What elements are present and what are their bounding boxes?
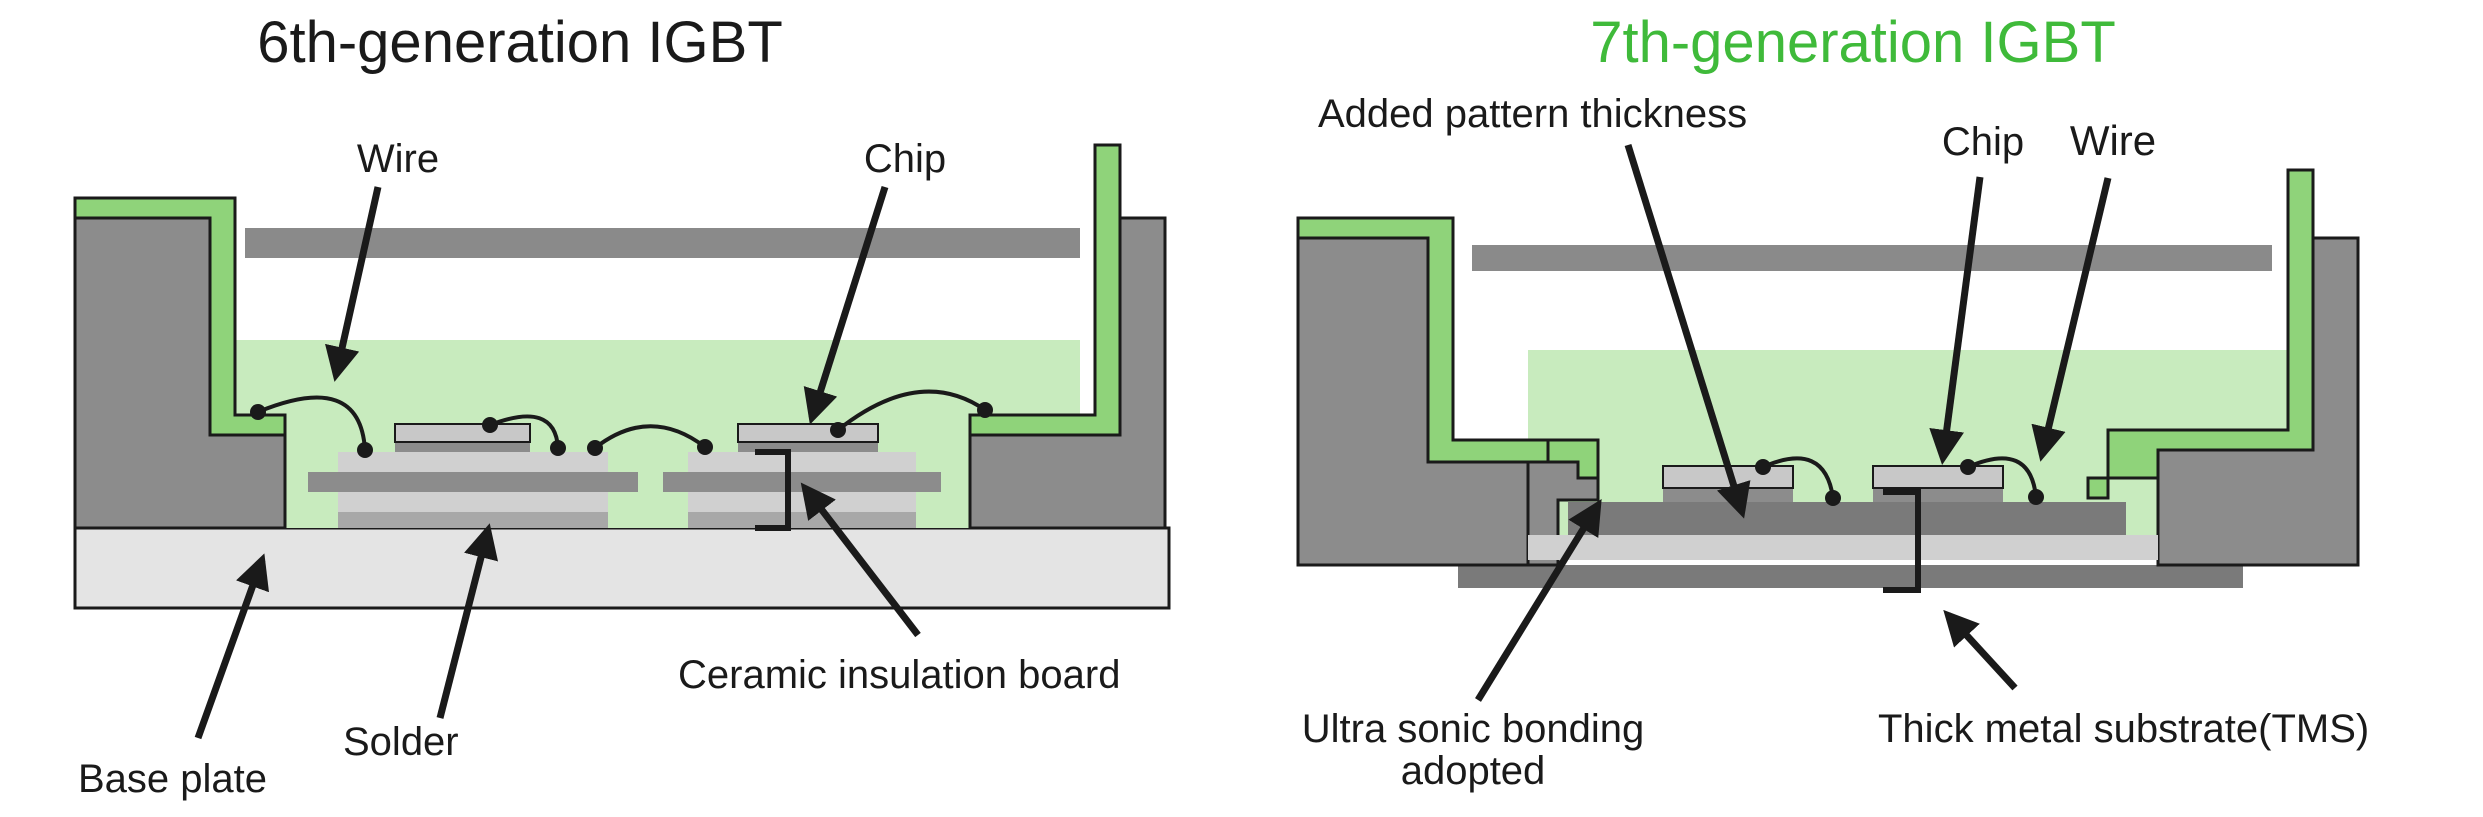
label-thick-metal-substrate: Thick metal substrate(TMS) [1878,707,2369,751]
arrow-tms [1943,609,2018,691]
arrow-chip [803,185,889,425]
label-ceramic-insulation-board: Ceramic insulation board [678,653,1120,697]
ceramic-left [308,472,638,492]
arrow-ceramic [800,482,921,638]
bond-wires-right [1762,456,2038,499]
chip-left-base-7th [1663,488,1793,502]
arrow-base-plate [194,553,269,740]
chip-right-base [738,442,878,452]
arrow-ultrasonic [1475,499,1602,702]
arrow-chip-7th [1929,176,1984,465]
base-plate-shape [73,526,1171,610]
label-wire: Wire [357,137,439,181]
label-wire-7th: Wire [2070,117,2156,164]
label-base-plate: Base plate [78,757,267,801]
lid-bar-7th [1472,245,2272,271]
right-green-lid-7th [2086,168,2315,500]
substrate-left-bottom [338,512,608,528]
tms-light-layer [1528,535,2158,560]
substrate-right-light [688,492,916,512]
chip-left [394,423,531,443]
bond-points-left [250,402,993,458]
substrate-right-bottom [688,512,916,528]
ceramic-right [663,472,941,492]
label-ultrasonic-bonding-line2: adopted [1401,749,1546,793]
left-green-lid [73,196,287,437]
sixth-gen-module: 6th-generation IGBT [73,10,1171,801]
chip-left-base [395,442,530,452]
tms-bracket [1883,489,1921,593]
label-chip: Chip [864,137,946,181]
label-ultrasonic-bonding-line1: Ultra sonic bonding [1302,707,1644,751]
label-added-pattern-thickness: Added pattern thickness [1318,92,1747,136]
left-case-wall-7th [1296,236,1530,567]
lid-bar [245,228,1080,258]
ceramic-bracket [755,449,791,531]
tms-bottom-bar [1458,565,2243,588]
seventh-gen-module: 7th-generation IGBT [1296,10,2369,793]
tms-pattern-layer [1568,502,2126,535]
substrate-right-top [688,452,916,472]
label-solder: Solder [343,720,459,764]
seventh-gen-title: 7th-generation IGBT [1590,10,2116,75]
arrow-wire [325,186,382,382]
sixth-gen-title: 6th-generation IGBT [257,10,783,75]
substrate-left-top [338,452,608,472]
arrows-left [194,185,921,740]
arrows-right [1475,143,2112,702]
arrow-wire-7th [2031,177,2112,462]
arrow-added-pattern [1624,143,1751,519]
chip-right [737,423,879,443]
substrate-left-light [338,492,608,512]
bond-wires-left [257,389,987,451]
right-green-lid [968,143,1122,437]
arrow-solder [436,523,499,719]
label-chip-7th: Chip [1942,120,2024,164]
left-step-green-7th [1546,438,1600,480]
chip-right-7th [1872,465,2004,489]
